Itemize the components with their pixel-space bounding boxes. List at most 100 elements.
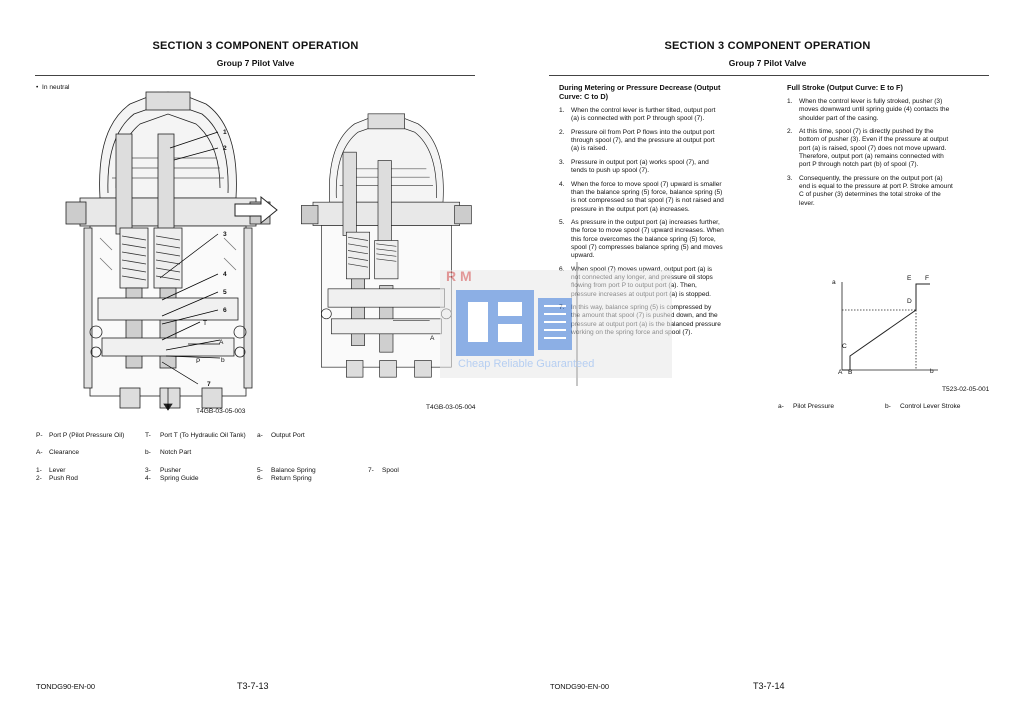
header-rule: [549, 75, 989, 76]
step-number: 3.: [787, 174, 793, 182]
graph-legend-key-a: a-: [778, 403, 784, 410]
group-title: Group 7 Pilot Valve: [728, 58, 807, 68]
figure2-code: T4GB-03-05-004: [426, 404, 476, 411]
metering-heading-line2: Curve: C to D): [559, 92, 609, 101]
figure1-code: T4GB-03-05-003: [196, 408, 246, 415]
legend-key-6: 6-: [257, 475, 263, 482]
graph-point-E: E: [907, 275, 912, 282]
step-number: 3.: [559, 158, 565, 166]
graph-guides: [842, 309, 917, 370]
footer-code: TONDG90-EN-00: [550, 682, 610, 691]
section-title: SECTION 3 COMPONENT OPERATION: [152, 40, 359, 52]
full-stroke-steps: 1.When the control lever is fully stroke…: [787, 98, 997, 208]
metering-step: 3. Pressure in output port (a) works spoo…: [559, 159, 769, 176]
callout-5: 5: [223, 289, 227, 296]
callout-6: 6: [223, 307, 227, 314]
step-text-line: Therefore, output port (a) remains conne…: [799, 152, 944, 160]
legend-key-2: 2-: [36, 475, 42, 482]
step-text-line: bottom of pusher (3). Even if the pressu…: [799, 136, 949, 144]
metering-step: 5. As pressure in the output port (a) inc…: [559, 219, 769, 260]
metering-step: 4.When the force to move spool (7) upwar…: [559, 181, 769, 214]
legend-key-a: a-: [257, 432, 263, 439]
step-number: 2.: [559, 128, 565, 136]
full-stroke-step: 3.Consequently, the pressure on the outp…: [787, 175, 997, 208]
callout-4: 4: [223, 271, 227, 278]
section-title: SECTION 3 COMPONENT OPERATION: [664, 40, 871, 52]
legend-key-A: A-: [36, 449, 43, 456]
metering-step: 1. When the control lever is further tilt…: [559, 107, 769, 124]
legend-text-T: Port T (To Hydraulic Oil Tank): [160, 432, 246, 439]
step-text-line: At this time, spool (7) is directly push…: [799, 128, 934, 136]
metering-heading-line1: During Metering or Pressure Decrease (Ou…: [559, 83, 721, 92]
page-number: T3-7-14: [753, 681, 785, 691]
page-number: T3-7-13: [237, 681, 269, 691]
step-text-line: C of pusher (3) determines the total str…: [799, 191, 941, 199]
graph-point-D: D: [907, 298, 912, 305]
output-curve-graph: [841, 282, 938, 371]
left-page: SECTION 3 COMPONENT OPERATION Group 7 Pi…: [0, 0, 511, 725]
legend-key-3: 3-: [145, 467, 151, 474]
legend-text-3: Pusher: [160, 467, 181, 474]
legend-text-a: Output Port: [271, 432, 305, 439]
legend-key-5: 5-: [257, 467, 263, 474]
step-text-line: the force to move spool (7) upward incre…: [571, 227, 724, 235]
callout-3: 3: [223, 231, 227, 238]
callout-b: b: [221, 357, 225, 364]
group-title: Group 7 Pilot Valve: [216, 58, 295, 68]
step-number: 6.: [559, 265, 565, 273]
callout-7: 7: [207, 381, 211, 388]
step-text-line: than the balance spring (5) force, balan…: [571, 188, 723, 196]
graph-legend-key-b: b-: [885, 403, 891, 410]
step-text-line: pressure in the output port (a) increase…: [571, 205, 690, 213]
legend-key-1: 1-: [36, 467, 42, 474]
step-text-line: (a) is connected with port P through spo…: [571, 115, 705, 123]
graph-point-F: F: [925, 275, 930, 282]
callout-a: a: [166, 404, 170, 411]
callout-T: T: [203, 320, 208, 327]
step-text-line: port (a) is raised, spool (7) does not m…: [799, 144, 947, 152]
full-stroke-heading: Full Stroke (Output Curve: E to F): [787, 83, 903, 92]
graph-legend-text-b: Control Lever Stroke: [900, 403, 961, 410]
step-text-line: Pressure oil from Port P flows into the …: [571, 128, 715, 136]
step-text-line: Pressure in output port (a) works spool …: [571, 158, 709, 166]
watermark: R M Cheap Reliable Guaranteed: [440, 262, 672, 386]
step-text-line: moves downward until spring guide (4) co…: [799, 106, 950, 114]
watermark-logo-icon: [440, 262, 672, 386]
legend-key-4: 4-: [145, 475, 151, 482]
legend-key-P: P-: [36, 432, 43, 439]
full-stroke-step: 2. At this time, spool (7) is directly pu…: [787, 128, 997, 169]
watermark-logo-text: R M: [446, 268, 472, 284]
graph-point-C: C: [842, 343, 847, 350]
step-text-line: is not compressed so that spool (7) is n…: [571, 197, 724, 205]
step-text-line: When the control lever is further tilted…: [571, 107, 716, 114]
legend-key-T: T-: [145, 432, 151, 439]
step-text-line: spool (7) compresses balance spring (5) …: [571, 243, 723, 251]
callout-A: A: [219, 339, 224, 346]
bullet-in-neutral: • In neutral: [36, 84, 69, 92]
step-text-line: port P through notch part (b) of spool (…: [799, 161, 919, 169]
graph-x-letter: b: [930, 368, 934, 375]
step-text-line: shoulder part of the casing.: [799, 114, 879, 122]
step-number: 5.: [559, 219, 565, 227]
callout-P: P: [196, 358, 201, 365]
graph-point-B: B: [848, 369, 853, 376]
full-stroke-step: 1.When the control lever is fully stroke…: [787, 98, 997, 123]
metering-heading: During Metering or Pressure Decrease (Ou…: [559, 83, 769, 101]
legend-text-P: Port P (Pilot Pressure Oil): [49, 432, 125, 439]
step-number: 1.: [787, 98, 793, 105]
graph-legend-text-a: Pilot Pressure: [793, 403, 835, 410]
step-text-line: end is equal to the pressure at port P. …: [799, 183, 953, 191]
valve-diagram-neutral: [65, 91, 271, 411]
right-arrow-icon: [234, 195, 278, 225]
header-rule: [35, 75, 475, 76]
step-number: 2.: [787, 128, 793, 136]
footer-code: TONDG90-EN-00: [36, 682, 96, 691]
legend-text-b: Notch Part: [160, 449, 192, 456]
graph-axes: [841, 282, 938, 371]
step-text-line: As pressure in the output port (a) incre…: [571, 219, 720, 227]
callout-A-diagram2: A: [430, 335, 435, 342]
legend: P- Port P (Pilot Pressure Oil) T- Port T…: [36, 432, 476, 492]
valve-diagram-metering: [301, 113, 472, 378]
step-number: 1.: [559, 107, 565, 114]
legend-text-6: Return Spring: [271, 475, 312, 482]
